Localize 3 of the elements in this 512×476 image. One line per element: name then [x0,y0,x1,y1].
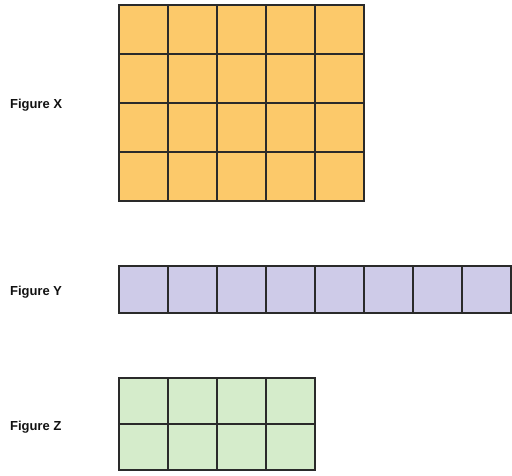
figure-label: Figure Y [10,282,62,300]
figure-label: Figure Z [10,416,62,435]
figure-label: Figure X [10,95,62,113]
